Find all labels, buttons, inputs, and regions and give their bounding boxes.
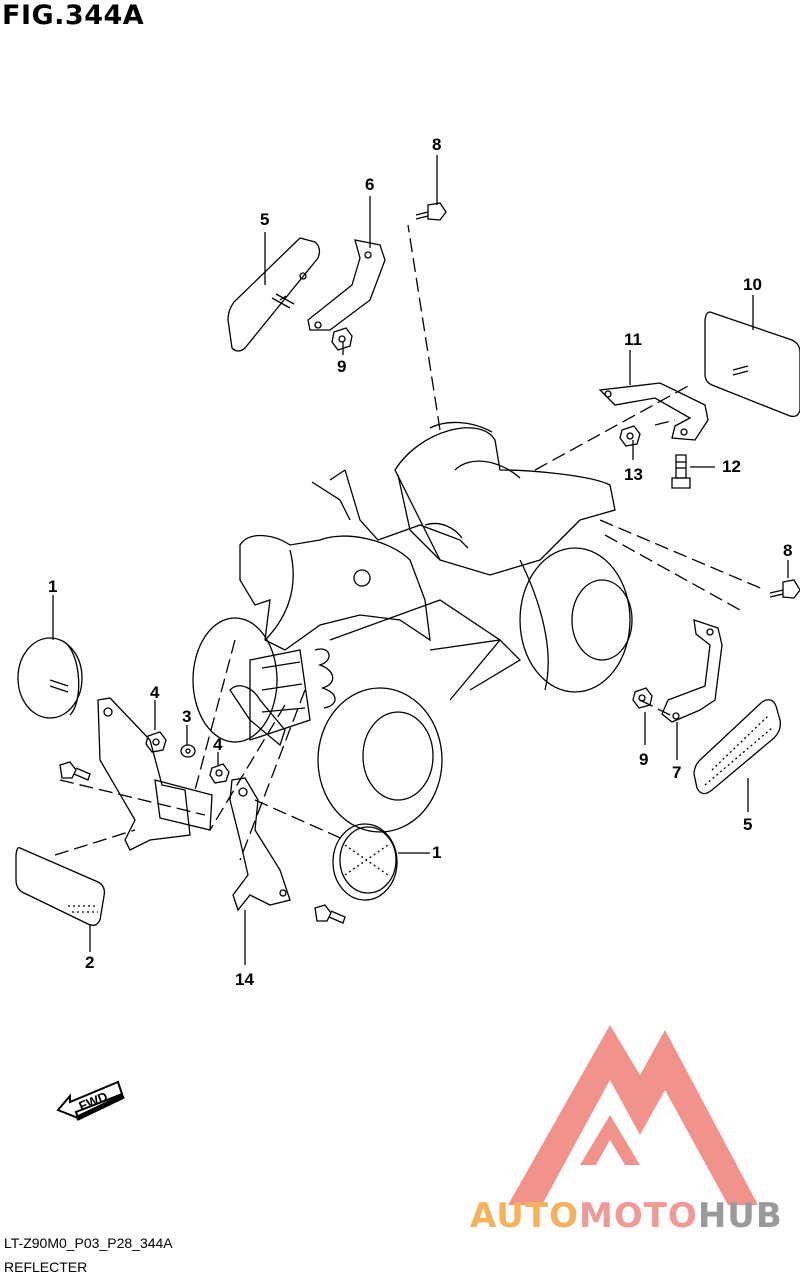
- bracket-6: [307, 239, 386, 331]
- callout-11: 11: [624, 330, 642, 349]
- front-bracket-left: [97, 697, 213, 851]
- nut-4-upper: [145, 731, 167, 753]
- reflector-5-upper: [227, 237, 321, 352]
- callout-8-upper: 8: [432, 135, 441, 154]
- callout-12: 12: [722, 457, 741, 476]
- callout-14: 14: [235, 970, 254, 989]
- callout-10: 10: [743, 275, 762, 294]
- callout-9-upper: 9: [337, 357, 346, 376]
- bolt-8-right: [769, 579, 800, 599]
- bracket-7: [661, 619, 723, 723]
- callout-5-right: 5: [743, 815, 752, 834]
- watermark-moto: MOTO: [578, 1196, 698, 1236]
- callout-13: 13: [624, 465, 643, 484]
- bolt-14: [314, 904, 346, 924]
- bracket-14: [229, 777, 291, 912]
- callout-6: 6: [365, 175, 374, 194]
- screw-12: [671, 454, 691, 489]
- callout-3: 3: [182, 707, 191, 726]
- bracket-11: [598, 382, 709, 441]
- callout-1-right: 1: [432, 843, 441, 862]
- watermark-auto: AUTO: [470, 1196, 579, 1236]
- callout-7: 7: [672, 763, 681, 782]
- figure-title: FIG.344A: [2, 0, 145, 31]
- bolt-8-upper: [415, 202, 447, 221]
- reflector-5-right: [693, 699, 782, 795]
- nut-13: [619, 425, 641, 447]
- reflector-10: [704, 311, 800, 418]
- callout-8-right: 8: [783, 541, 792, 560]
- watermark-logo-icon: [508, 1025, 758, 1205]
- callout-9-right: 9: [639, 750, 648, 769]
- washer-3: [180, 744, 196, 758]
- reflector-2: [15, 847, 106, 926]
- reflector-1-left: [17, 637, 83, 719]
- figure-code: LT-Z90M0_P03_P28_344A: [4, 1235, 173, 1251]
- nut-9-right: [632, 687, 653, 709]
- nut-4-lower: [209, 763, 230, 784]
- watermark-hub: HUB: [697, 1196, 783, 1236]
- bolt-left: [59, 761, 91, 781]
- fwd-arrow-icon: [56, 1080, 125, 1121]
- callout-5-upper: 5: [260, 210, 269, 229]
- callout-leaders: [52, 155, 789, 965]
- nut-9-upper: [331, 327, 353, 351]
- leader-lines: [54, 224, 766, 861]
- reflector-1-right: [332, 823, 398, 901]
- callout-1-left: 1: [48, 577, 57, 596]
- figure-name: REFLECTER: [4, 1259, 88, 1275]
- callout-2: 2: [85, 953, 94, 972]
- callout-4-lower: 4: [213, 735, 223, 754]
- callout-4-upper: 4: [150, 683, 160, 702]
- atv-body: [192, 421, 633, 833]
- watermark-wordmark: AUTOMOTOHUB: [470, 1196, 783, 1236]
